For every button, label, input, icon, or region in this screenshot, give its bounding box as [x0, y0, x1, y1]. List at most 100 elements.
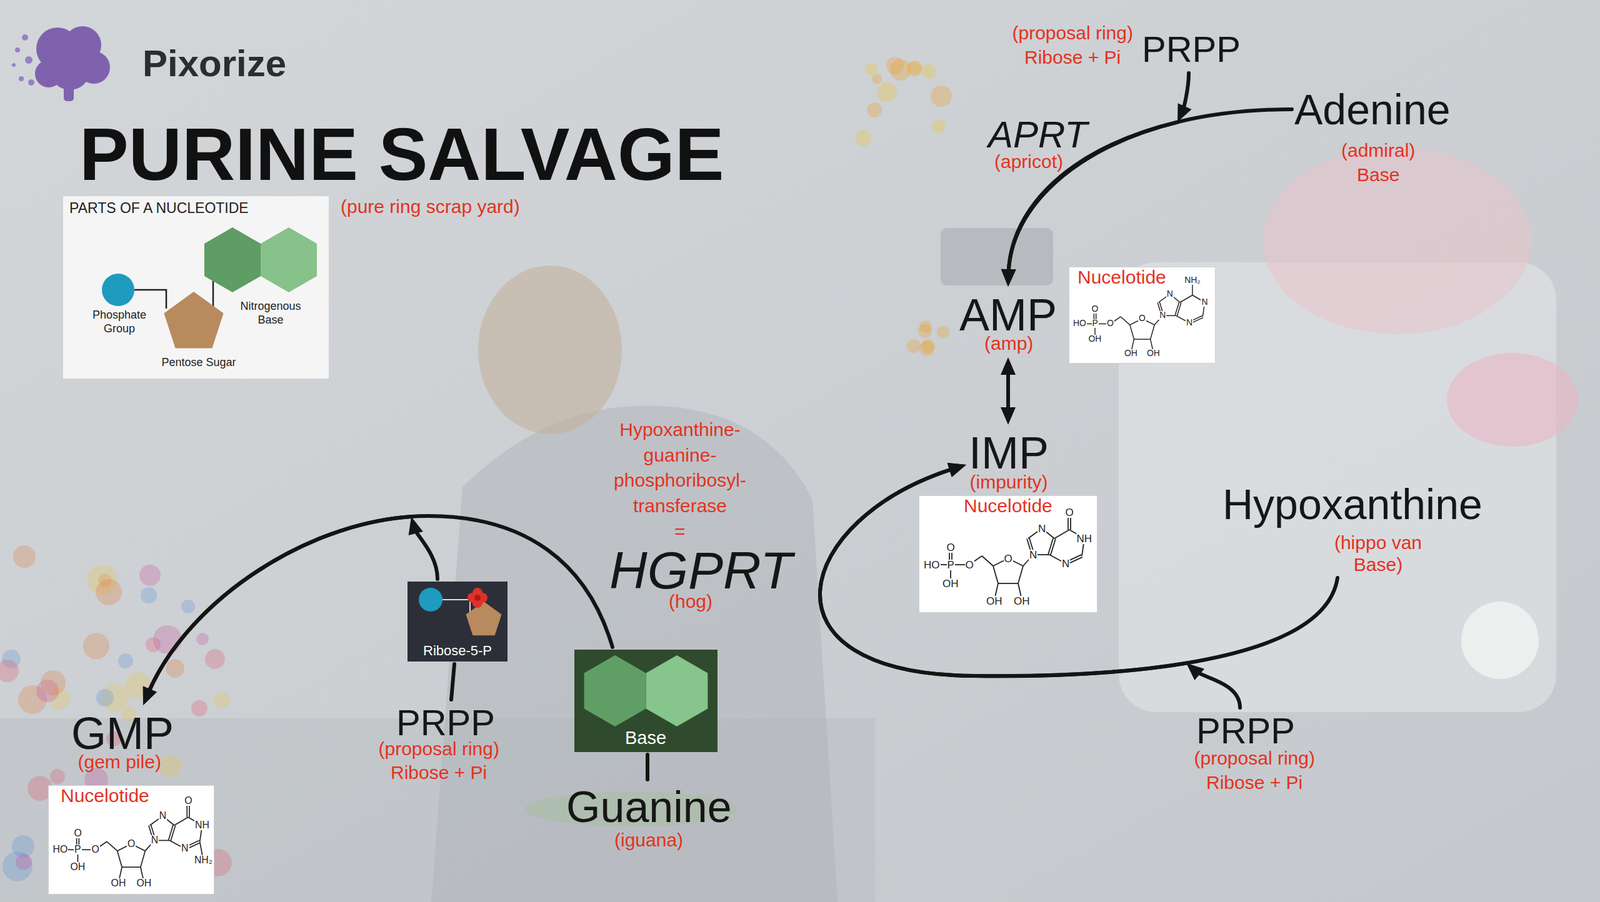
node-text: Nitrogenous Base	[232, 300, 309, 327]
node-text: N	[1037, 523, 1047, 535]
node-text: Adenine	[1294, 85, 1451, 134]
flower	[906, 339, 921, 354]
flower	[191, 700, 208, 717]
node-text: OH	[985, 596, 1004, 607]
logo-dot	[25, 56, 33, 64]
bond-line	[1054, 530, 1070, 539]
base-hexagon	[584, 655, 647, 727]
connector	[1000, 357, 1016, 425]
flower	[205, 649, 225, 670]
sugar-pentagon	[163, 291, 224, 349]
node-text: (proposal ring)	[1012, 22, 1134, 45]
flower	[876, 81, 897, 102]
node-text: OH	[1123, 349, 1139, 359]
bond-line	[1175, 302, 1180, 316]
connector	[451, 664, 455, 700]
connector	[820, 463, 1240, 709]
arrow-head	[1000, 407, 1016, 425]
node-text: Base	[625, 728, 667, 749]
connector	[143, 516, 613, 706]
amp-speaker	[940, 228, 1054, 286]
arrow-head	[947, 463, 967, 478]
node-text: N	[150, 835, 159, 846]
connector-line	[1006, 370, 1010, 414]
flower	[921, 63, 937, 79]
base-label: Guanine(iguana)	[566, 782, 732, 852]
node-text: Base	[1356, 164, 1400, 187]
box-illustration	[63, 196, 329, 379]
node-text: P	[1091, 319, 1099, 329]
enzyme-name: Hypoxanthine- guanine- phosphoribosyl- t…	[605, 417, 755, 519]
bond-line	[1176, 302, 1182, 316]
node-text: Pentose Sugar	[161, 356, 237, 370]
node-text: NH	[194, 820, 210, 831]
connector	[647, 755, 649, 780]
enzyme-abbrev: APRT	[988, 113, 1088, 157]
flower	[865, 63, 878, 76]
connector	[143, 516, 438, 706]
node-text: OH	[941, 578, 960, 590]
node-text: (admiral)	[1341, 140, 1415, 162]
base-label: Hypoxanthine(hippo van Base)	[1222, 480, 1483, 576]
flower	[196, 633, 209, 646]
logo-brain	[63, 82, 74, 102]
connector-line	[414, 528, 438, 580]
bond-line	[1048, 538, 1054, 555]
arrow-head	[1177, 103, 1192, 122]
node-text: O	[1003, 553, 1014, 565]
flower	[40, 670, 66, 696]
node-text: O	[73, 828, 83, 839]
arrow-head	[1186, 663, 1205, 681]
node-text: O	[1138, 314, 1147, 324]
base-box: Base	[574, 650, 718, 753]
bond-line	[1180, 295, 1193, 303]
node-text: P	[946, 560, 955, 571]
node-text: (gem pile)	[78, 751, 162, 774]
connector-line	[1195, 671, 1240, 709]
bond-line	[993, 566, 999, 584]
flower-center	[474, 595, 481, 602]
node-text: Guanine	[566, 782, 732, 834]
equals-sign: =	[674, 521, 686, 544]
flower	[50, 769, 65, 785]
flower	[855, 130, 872, 147]
flower	[930, 85, 952, 107]
node-text: O	[946, 542, 956, 554]
node-text: (proposal ring)	[1194, 748, 1315, 770]
node-text: Ribose + Pi	[1206, 772, 1303, 795]
node-text: O	[90, 845, 100, 855]
node-text: N	[158, 811, 167, 822]
node-text: IMP	[968, 427, 1049, 480]
mnemonic-note: (hog)	[668, 591, 713, 614]
arrow-head	[1001, 269, 1017, 287]
node-text: (iguana)	[614, 830, 684, 852]
flower	[919, 341, 935, 357]
flower	[96, 689, 114, 707]
bond-line	[170, 826, 175, 842]
connector-line	[645, 755, 650, 780]
flower	[13, 545, 36, 569]
bond-line	[117, 851, 122, 868]
bond-line	[1120, 316, 1130, 325]
logo-dot	[28, 79, 35, 86]
bond-line	[106, 841, 118, 852]
bond-line	[168, 825, 174, 841]
connector-line	[1182, 73, 1189, 112]
flower	[918, 324, 932, 339]
structure-box: NucelotideHOPOOHOOOHOHNNNNHONH₂	[48, 786, 214, 895]
flower	[153, 625, 182, 655]
sugar-pentagon	[466, 601, 502, 636]
node-text: Nucelotide	[963, 496, 1053, 517]
flower	[118, 653, 134, 669]
connector-line	[148, 516, 412, 695]
node-text: O	[1091, 305, 1100, 314]
bond-line	[134, 290, 167, 309]
flower	[165, 659, 185, 679]
node-text: O	[126, 839, 136, 850]
nucleotide-label: AMP(amp)	[959, 289, 1057, 355]
bond-line	[1018, 566, 1024, 584]
arrow-head	[143, 686, 157, 707]
node-text: PARTS OF A NUCLEOTIDE	[69, 200, 249, 217]
logo-dot	[15, 47, 20, 53]
base-hexagon	[204, 227, 261, 293]
